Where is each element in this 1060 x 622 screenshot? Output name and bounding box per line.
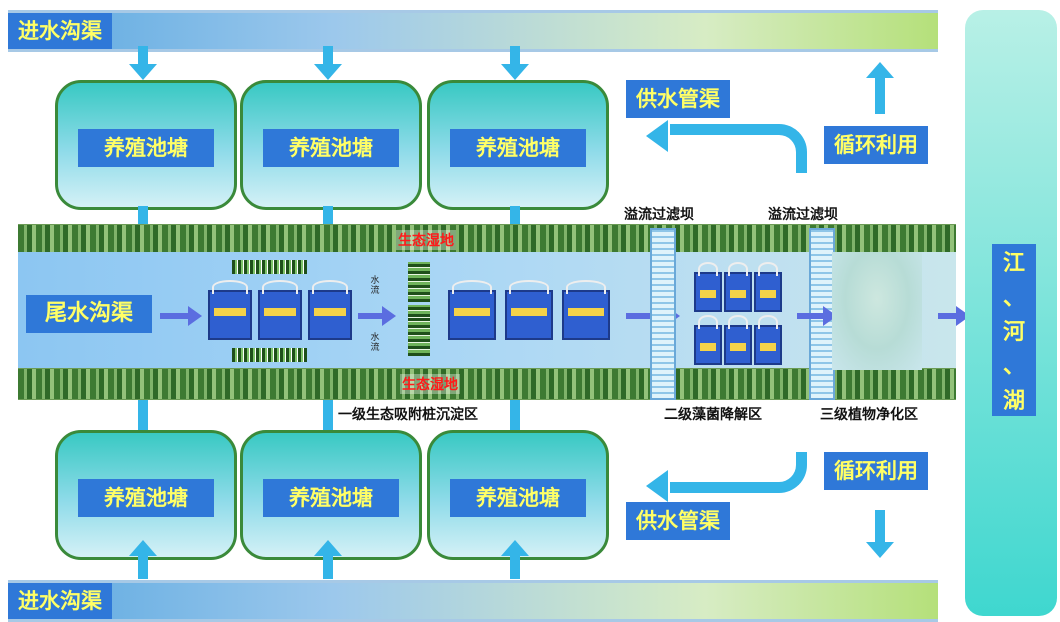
- pond-top-1: 养殖池塘: [55, 80, 237, 210]
- adsorption-pile-module: [258, 280, 302, 340]
- pond-bottom-3: 养殖池塘: [427, 430, 609, 560]
- zone-label-3: 三级植物净化区: [820, 407, 918, 423]
- arrow-down-icon: [129, 64, 157, 80]
- pond-label: 养殖池塘: [450, 479, 586, 517]
- inlet-label-bottom: 进水沟渠: [8, 583, 112, 619]
- arrow-shaft: [138, 46, 148, 66]
- flow-arrow-icon: [358, 306, 396, 326]
- arrow-down-icon: [501, 64, 529, 80]
- arrow-up-icon: [866, 62, 894, 78]
- algae-module: [694, 315, 722, 365]
- tail-channel-label: 尾水沟渠: [26, 295, 152, 333]
- river-char: 河: [1002, 319, 1025, 345]
- arrow-shaft: [510, 46, 520, 66]
- adsorption-pile-module: [308, 280, 352, 340]
- recycle-label-bottom: 循环利用: [824, 452, 928, 490]
- river-lake-label: 江 、 河 、 湖: [992, 244, 1036, 416]
- pond-top-2: 养殖池塘: [240, 80, 422, 210]
- river-char: 、: [1002, 354, 1025, 380]
- river-char: 江: [1002, 251, 1025, 277]
- algae-module: [724, 315, 752, 365]
- plant-column: [408, 262, 430, 302]
- pond-label: 养殖池塘: [450, 129, 586, 167]
- flow-arrow-icon: [160, 306, 202, 326]
- algae-module: [694, 262, 722, 312]
- pond-bottom-2: 养殖池塘: [240, 430, 422, 560]
- flow-arrow-icon: [938, 306, 970, 326]
- algae-module: [754, 315, 782, 365]
- flow-arrow-icon: [797, 306, 837, 326]
- arrow-left-icon: [646, 470, 668, 502]
- filter-dam-label: 溢流过滤坝: [768, 207, 838, 223]
- adsorption-pile-module: [448, 280, 496, 340]
- arrow-left-icon: [646, 120, 668, 152]
- pond-label: 养殖池塘: [263, 479, 399, 517]
- plant-purification-zone: [832, 252, 922, 370]
- supply-channel-label-bottom: 供水管渠: [626, 502, 730, 540]
- pond-label: 养殖池塘: [78, 479, 214, 517]
- filter-dam-label: 溢流过滤坝: [624, 207, 694, 223]
- arrow-shaft: [323, 46, 333, 66]
- supply-channel-label-top: 供水管渠: [626, 80, 730, 118]
- arrow-down-icon: [314, 64, 342, 80]
- river-char: 湖: [1002, 388, 1025, 414]
- recycle-label-top: 循环利用: [824, 126, 928, 164]
- zone-label-2: 二级藻菌降解区: [664, 407, 762, 423]
- arrow-down-icon: [866, 542, 894, 558]
- water-flow-label: 水流: [370, 333, 380, 353]
- pond-label: 养殖池塘: [263, 129, 399, 167]
- overflow-filter-dam: [650, 228, 676, 400]
- arrow-shaft: [138, 555, 148, 579]
- wetland-label-top: 生态湿地: [396, 230, 456, 250]
- arrow-shaft: [510, 555, 520, 579]
- plant-column: [408, 318, 430, 356]
- arrow-up-icon: [314, 540, 342, 556]
- arrow-up-icon: [129, 540, 157, 556]
- recycle-curve-arrow: [670, 124, 807, 173]
- pond-top-3: 养殖池塘: [427, 80, 609, 210]
- inlet-channel-bottom: 进水沟渠: [8, 580, 938, 622]
- plant-strip: [232, 348, 307, 362]
- recycle-curve-arrow: [670, 452, 807, 493]
- zone-label-1: 一级生态吸附桩沉淀区: [338, 407, 478, 423]
- adsorption-pile-module: [505, 280, 553, 340]
- arrow-shaft: [875, 78, 885, 114]
- algae-module: [754, 262, 782, 312]
- arrow-shaft: [323, 555, 333, 579]
- wetland-label-bottom: 生态湿地: [400, 374, 460, 394]
- inlet-channel-top: 进水沟渠: [8, 10, 938, 52]
- plant-strip: [232, 260, 307, 274]
- wetland-strip-bottom: [18, 368, 956, 400]
- river-char: 、: [1002, 285, 1025, 311]
- arrow-shaft: [875, 510, 885, 544]
- adsorption-pile-module: [208, 280, 252, 340]
- pond-label: 养殖池塘: [78, 129, 214, 167]
- adsorption-pile-module: [562, 280, 610, 340]
- algae-module: [724, 262, 752, 312]
- water-flow-label: 水流: [370, 276, 380, 296]
- arrow-up-icon: [501, 540, 529, 556]
- inlet-label-top: 进水沟渠: [8, 13, 112, 49]
